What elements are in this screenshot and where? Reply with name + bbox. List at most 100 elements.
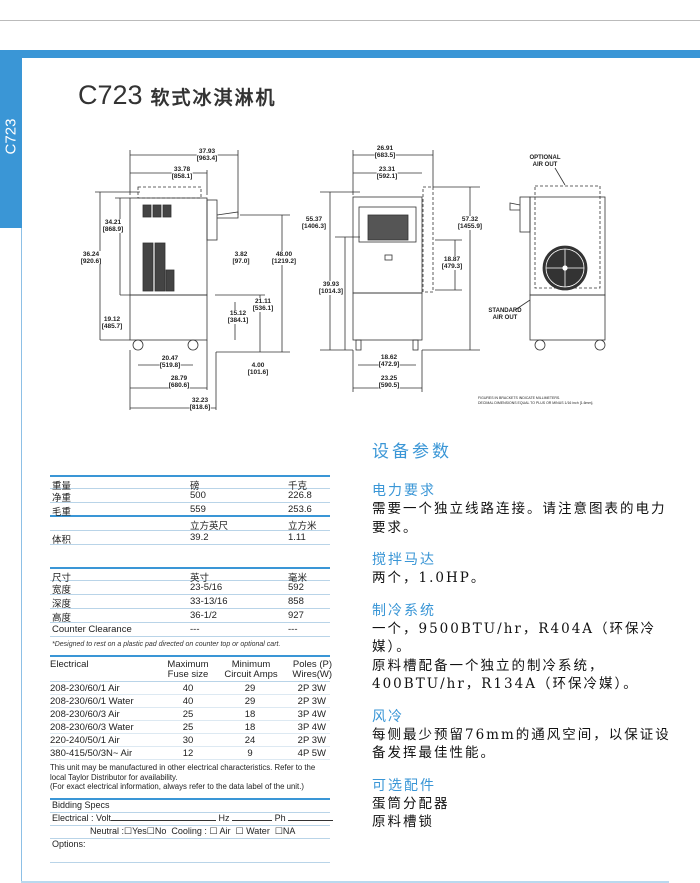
dimension-inches: 39.93 bbox=[322, 281, 340, 288]
dimension-mm: [97.0] bbox=[232, 258, 250, 265]
spec-text: 需要一个独立线路连接。请注意图表的电力要求。 bbox=[372, 501, 667, 536]
cell: 立方英尺 bbox=[190, 521, 229, 532]
checkbox[interactable]: ☐ bbox=[209, 826, 218, 836]
cell: 858 bbox=[288, 596, 304, 607]
checkbox[interactable]: ☐ bbox=[235, 826, 244, 836]
spec-item: 搅拌马达两个，1.0HP。 bbox=[372, 551, 672, 588]
spec-item: 风冷每侧最少预留76mm的通风空间，以保证设备发挥最佳性能。 bbox=[372, 708, 672, 763]
dimension-label: 4.00[101.6] bbox=[247, 362, 269, 376]
dimension-mm: [1014.3] bbox=[318, 288, 344, 295]
header-bar bbox=[0, 50, 700, 58]
checkbox[interactable]: ☐ bbox=[146, 826, 155, 836]
dimension-mm: [920.6] bbox=[80, 258, 102, 265]
dimension-label: 28.79[680.6] bbox=[168, 375, 190, 389]
dimension-mm: [963.4] bbox=[196, 155, 218, 162]
dimension-inches: 33.78 bbox=[173, 166, 191, 173]
cell: 立方米 bbox=[288, 521, 317, 532]
bidding-electrical-row: Electrical : Volt Hz Ph bbox=[50, 813, 334, 826]
cell: 1.11 bbox=[288, 532, 306, 543]
dimension-mm: [519.8] bbox=[159, 362, 181, 369]
drawing-footnote: FIGURES IN BRACKETS INDICATE MILLIMETERS… bbox=[478, 396, 593, 406]
label-line: AIR OUT bbox=[492, 315, 518, 321]
spec-heading: 电力要求 bbox=[372, 483, 436, 499]
hz-label: Hz bbox=[218, 813, 230, 823]
cell: 英寸 bbox=[190, 573, 210, 584]
cell: 高度 bbox=[52, 613, 72, 624]
cell: 36-1/2 bbox=[190, 610, 217, 621]
dimension-mm: [101.6] bbox=[247, 369, 269, 376]
note-line: This unit may be manufactured in other e… bbox=[50, 763, 316, 782]
air-label: Air bbox=[219, 826, 231, 836]
dimension-mm: [384.1] bbox=[227, 317, 249, 324]
spec-text: 原料槽锁 bbox=[372, 814, 434, 830]
cell: 3P 4W bbox=[297, 722, 326, 733]
cell: 23-5/16 bbox=[190, 582, 223, 593]
dimension-inches: 55.37 bbox=[305, 216, 323, 223]
cell: 12 bbox=[182, 748, 194, 759]
ph-field[interactable] bbox=[288, 813, 334, 821]
cell: Maximum Fuse size bbox=[167, 659, 209, 680]
cell: 18 bbox=[244, 722, 256, 733]
dimension-label: 23.25[590.5] bbox=[378, 375, 400, 389]
cell: 4P 5W bbox=[297, 748, 326, 759]
dimension-mm: [680.6] bbox=[168, 382, 190, 389]
side-view bbox=[95, 150, 290, 410]
spec-text: 原料槽配备一个独立的制冷系统，400BTU/hr，R134A（环保冷媒）。 bbox=[372, 657, 639, 693]
cell: 208-230/60/3 Air bbox=[50, 709, 120, 720]
dimension-inches: 57.32 bbox=[461, 216, 479, 223]
checkbox[interactable]: ☐ bbox=[124, 826, 133, 836]
options-field[interactable]: Options: bbox=[50, 839, 330, 863]
ph-label: Ph bbox=[274, 813, 286, 823]
dimension-inches: 28.79 bbox=[170, 375, 188, 382]
cooling-label: Cooling : bbox=[171, 826, 207, 836]
hz-field[interactable] bbox=[232, 813, 273, 821]
spec-item: 可选配件蛋筒分配器原料槽锁 bbox=[372, 777, 672, 832]
bidding-title: Bidding Specs bbox=[50, 800, 330, 813]
cell: Counter Clearance bbox=[52, 624, 132, 635]
table-header: Electrical Maximum Fuse size Minimum Cir… bbox=[50, 655, 332, 682]
dimension-mm: [479.3] bbox=[441, 263, 463, 270]
dimension-mm: [590.5] bbox=[378, 382, 400, 389]
table-subheader: 立方英尺 立方米 bbox=[50, 517, 330, 532]
cell: 592 bbox=[288, 582, 304, 593]
note-line: (For exact electrical information, alway… bbox=[50, 782, 304, 791]
table-header: 重量磅千克 bbox=[50, 475, 330, 492]
model-number: C723 bbox=[78, 80, 143, 110]
dimension-mm: [485.7] bbox=[101, 323, 123, 330]
na-label: NA bbox=[282, 826, 296, 836]
volt-field[interactable] bbox=[111, 813, 217, 821]
cell: 3P 4W bbox=[297, 709, 326, 720]
spec-text: 两个，1.0HP。 bbox=[372, 570, 487, 586]
cell: 2P 3W bbox=[297, 683, 326, 694]
product-name: 软式冰淇淋机 bbox=[150, 87, 277, 109]
checkbox[interactable]: ☐ bbox=[274, 826, 283, 836]
dimension-mm: [472.9] bbox=[378, 361, 400, 368]
cell: 380-415/50/3N~ Air bbox=[50, 748, 133, 759]
cell: Poles (P) Wires(W) bbox=[292, 659, 332, 680]
dimension-label: 33.78[858.1] bbox=[171, 166, 193, 180]
cell: 208-230/60/1 Air bbox=[50, 683, 120, 694]
cell: 559 bbox=[190, 504, 206, 515]
cell: 尺寸 bbox=[52, 573, 72, 584]
cell: 深度 bbox=[52, 599, 72, 610]
bidding-specs: Bidding Specs Electrical : Volt Hz Ph Ne… bbox=[50, 798, 334, 863]
dimension-inches: 15.12 bbox=[229, 310, 247, 317]
dimension-inches: 37.93 bbox=[198, 148, 216, 155]
dimension-mm: [1219.2] bbox=[271, 258, 297, 265]
cell: 体积 bbox=[52, 535, 72, 546]
cell: 40 bbox=[182, 696, 194, 707]
dimension-label: 21.11[536.1] bbox=[252, 298, 274, 312]
spec-heading: 可选配件 bbox=[372, 777, 436, 794]
spec-heading: 风冷 bbox=[372, 708, 404, 725]
dimension-label: 18.62[472.9] bbox=[378, 354, 400, 368]
cell: --- bbox=[288, 624, 298, 635]
dimension-inches: 21.11 bbox=[255, 298, 271, 305]
rear-side-view bbox=[509, 167, 606, 351]
